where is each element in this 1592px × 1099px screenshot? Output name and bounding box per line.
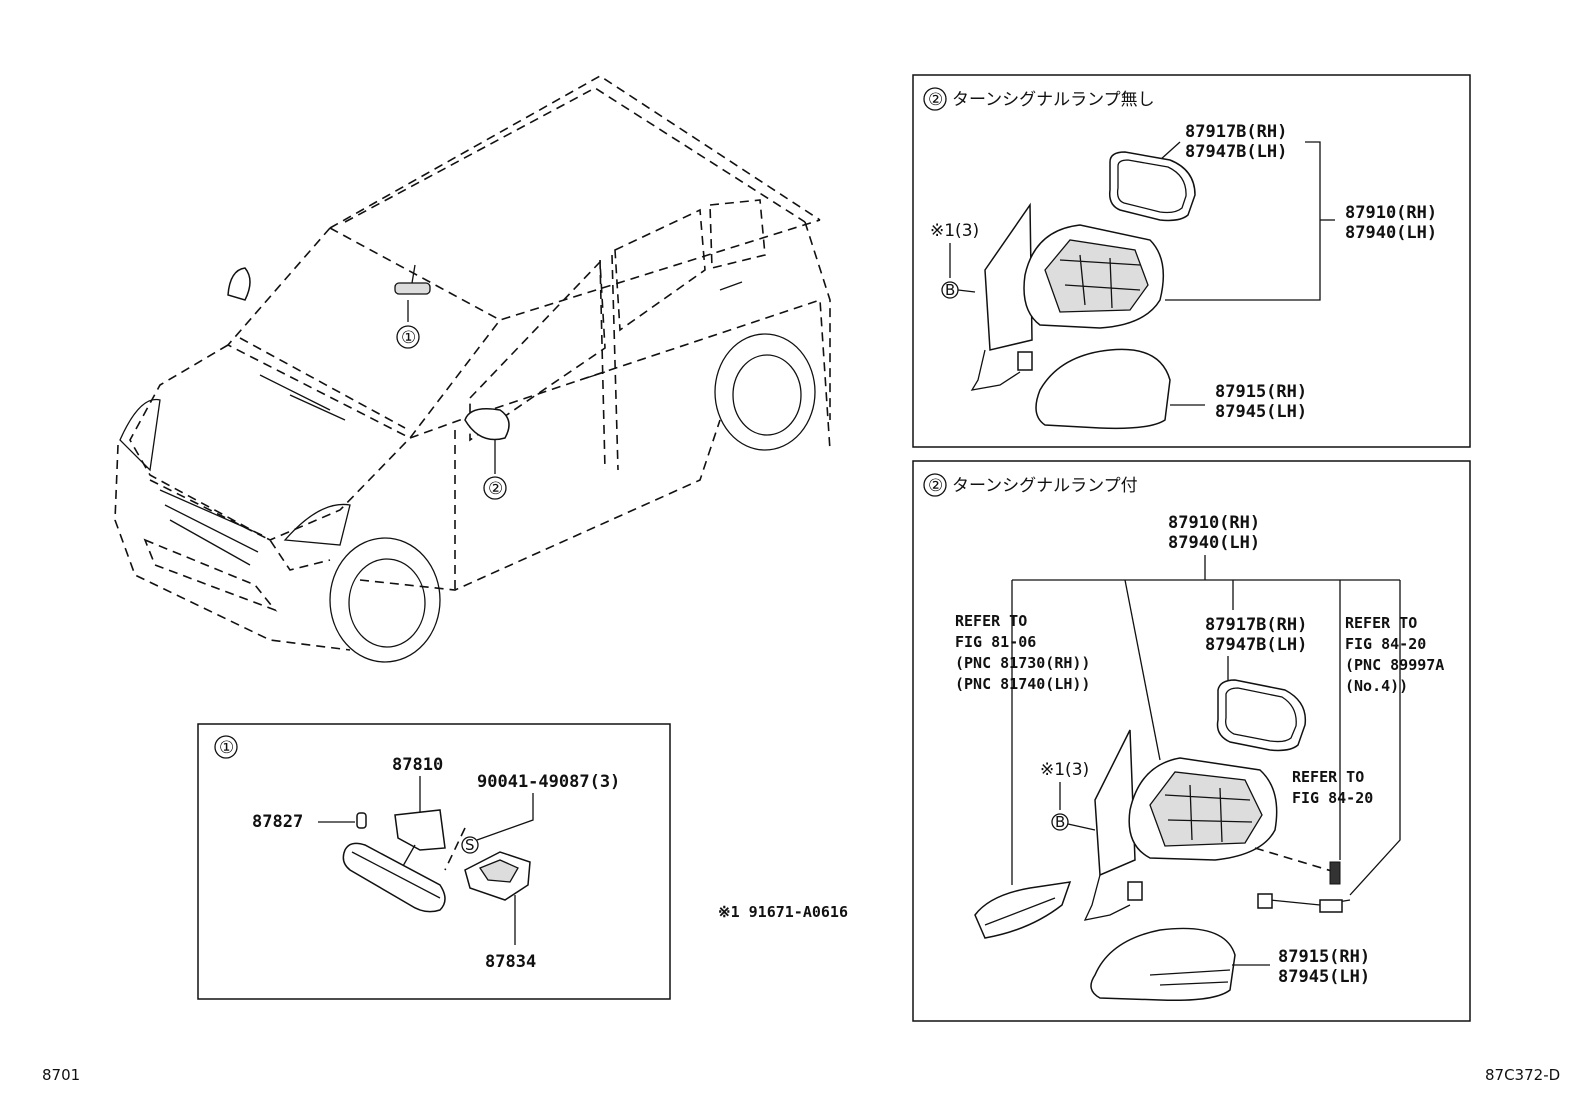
panel2-assy-lh: 87940(LH): [1168, 533, 1260, 553]
callout-two-panel2: ②: [928, 476, 943, 496]
panel2-refer-right-4: (No.4)): [1345, 677, 1408, 695]
corner-right-code: 87C372-D: [1485, 1066, 1560, 1084]
bracket-label: 87834: [485, 952, 536, 972]
panel1-callout-b: B: [945, 281, 955, 299]
panel1-assy-lh: 87940(LH): [1345, 223, 1437, 243]
screw-label: 90041-49087(3): [477, 772, 620, 792]
panel1-glass-rh: 87917B(RH): [1185, 122, 1287, 142]
panel1-glass-lh: 87947B(LH): [1185, 142, 1287, 162]
panel2-screw-note: ※1(3): [1040, 760, 1089, 780]
panel1-screw-note: ※1(3): [930, 221, 979, 241]
panel1-cover-lh: 87945(LH): [1215, 402, 1307, 422]
vehicle-outline: ① ②: [114, 75, 831, 663]
panel-mirror-signal: ② ターンシグナルランプ付 87910(RH) 87940(LH) REFER …: [912, 460, 1471, 1022]
panel2-refer-right-2: FIG 84-20: [1345, 635, 1426, 653]
panel2-glass-rh: 87917B(RH): [1205, 615, 1307, 635]
panel1-assy-rh: 87910(RH): [1345, 203, 1437, 223]
panel2-refer-bulb-1: REFER TO: [1292, 768, 1364, 786]
panel2-refer-right-3: (PNC 89997A: [1345, 656, 1444, 674]
callout-one-panel3: ①: [219, 738, 234, 758]
corner-left-code: 8701: [42, 1066, 80, 1084]
inner-mirror-label: 87810: [392, 755, 443, 775]
cover-label: 87827: [252, 812, 303, 832]
panel2-cover-rh: 87915(RH): [1278, 947, 1370, 967]
panel1-title: ターンシグナルランプ無し: [952, 90, 1155, 110]
panel1-cover-rh: 87915(RH): [1215, 382, 1307, 402]
footnote: ※1 91671-A0616: [718, 903, 848, 921]
panel2-title: ターンシグナルランプ付: [952, 476, 1138, 496]
panel2-callout-b: B: [1055, 813, 1065, 831]
callout-one-vehicle: ①: [401, 328, 416, 348]
callout-two-panel1: ②: [928, 90, 943, 110]
panel2-refer-left-2: FIG 81-06: [955, 633, 1036, 651]
panel2-refer-left-4: (PNC 81740(LH)): [955, 675, 1090, 693]
panel2-cover-lh: 87945(LH): [1278, 967, 1370, 987]
panel2-refer-bulb-2: FIG 84-20: [1292, 789, 1373, 807]
panel-inner-mirror: ① 87810 90041-49087(3) S 87827 87834: [197, 723, 671, 1000]
callout-two-vehicle: ②: [488, 479, 503, 499]
panel2-assy-rh: 87910(RH): [1168, 513, 1260, 533]
panel2-glass-lh: 87947B(LH): [1205, 635, 1307, 655]
panel2-refer-left-1: REFER TO: [955, 612, 1027, 630]
panel2-refer-right-1: REFER TO: [1345, 614, 1417, 632]
panel3-callout-s: S: [465, 836, 475, 854]
panel2-refer-left-3: (PNC 81730(RH)): [955, 654, 1090, 672]
panel-mirror-no-signal: ② ターンシグナルランプ無し 87917B(RH) 87947B(LH) 879…: [912, 74, 1471, 448]
